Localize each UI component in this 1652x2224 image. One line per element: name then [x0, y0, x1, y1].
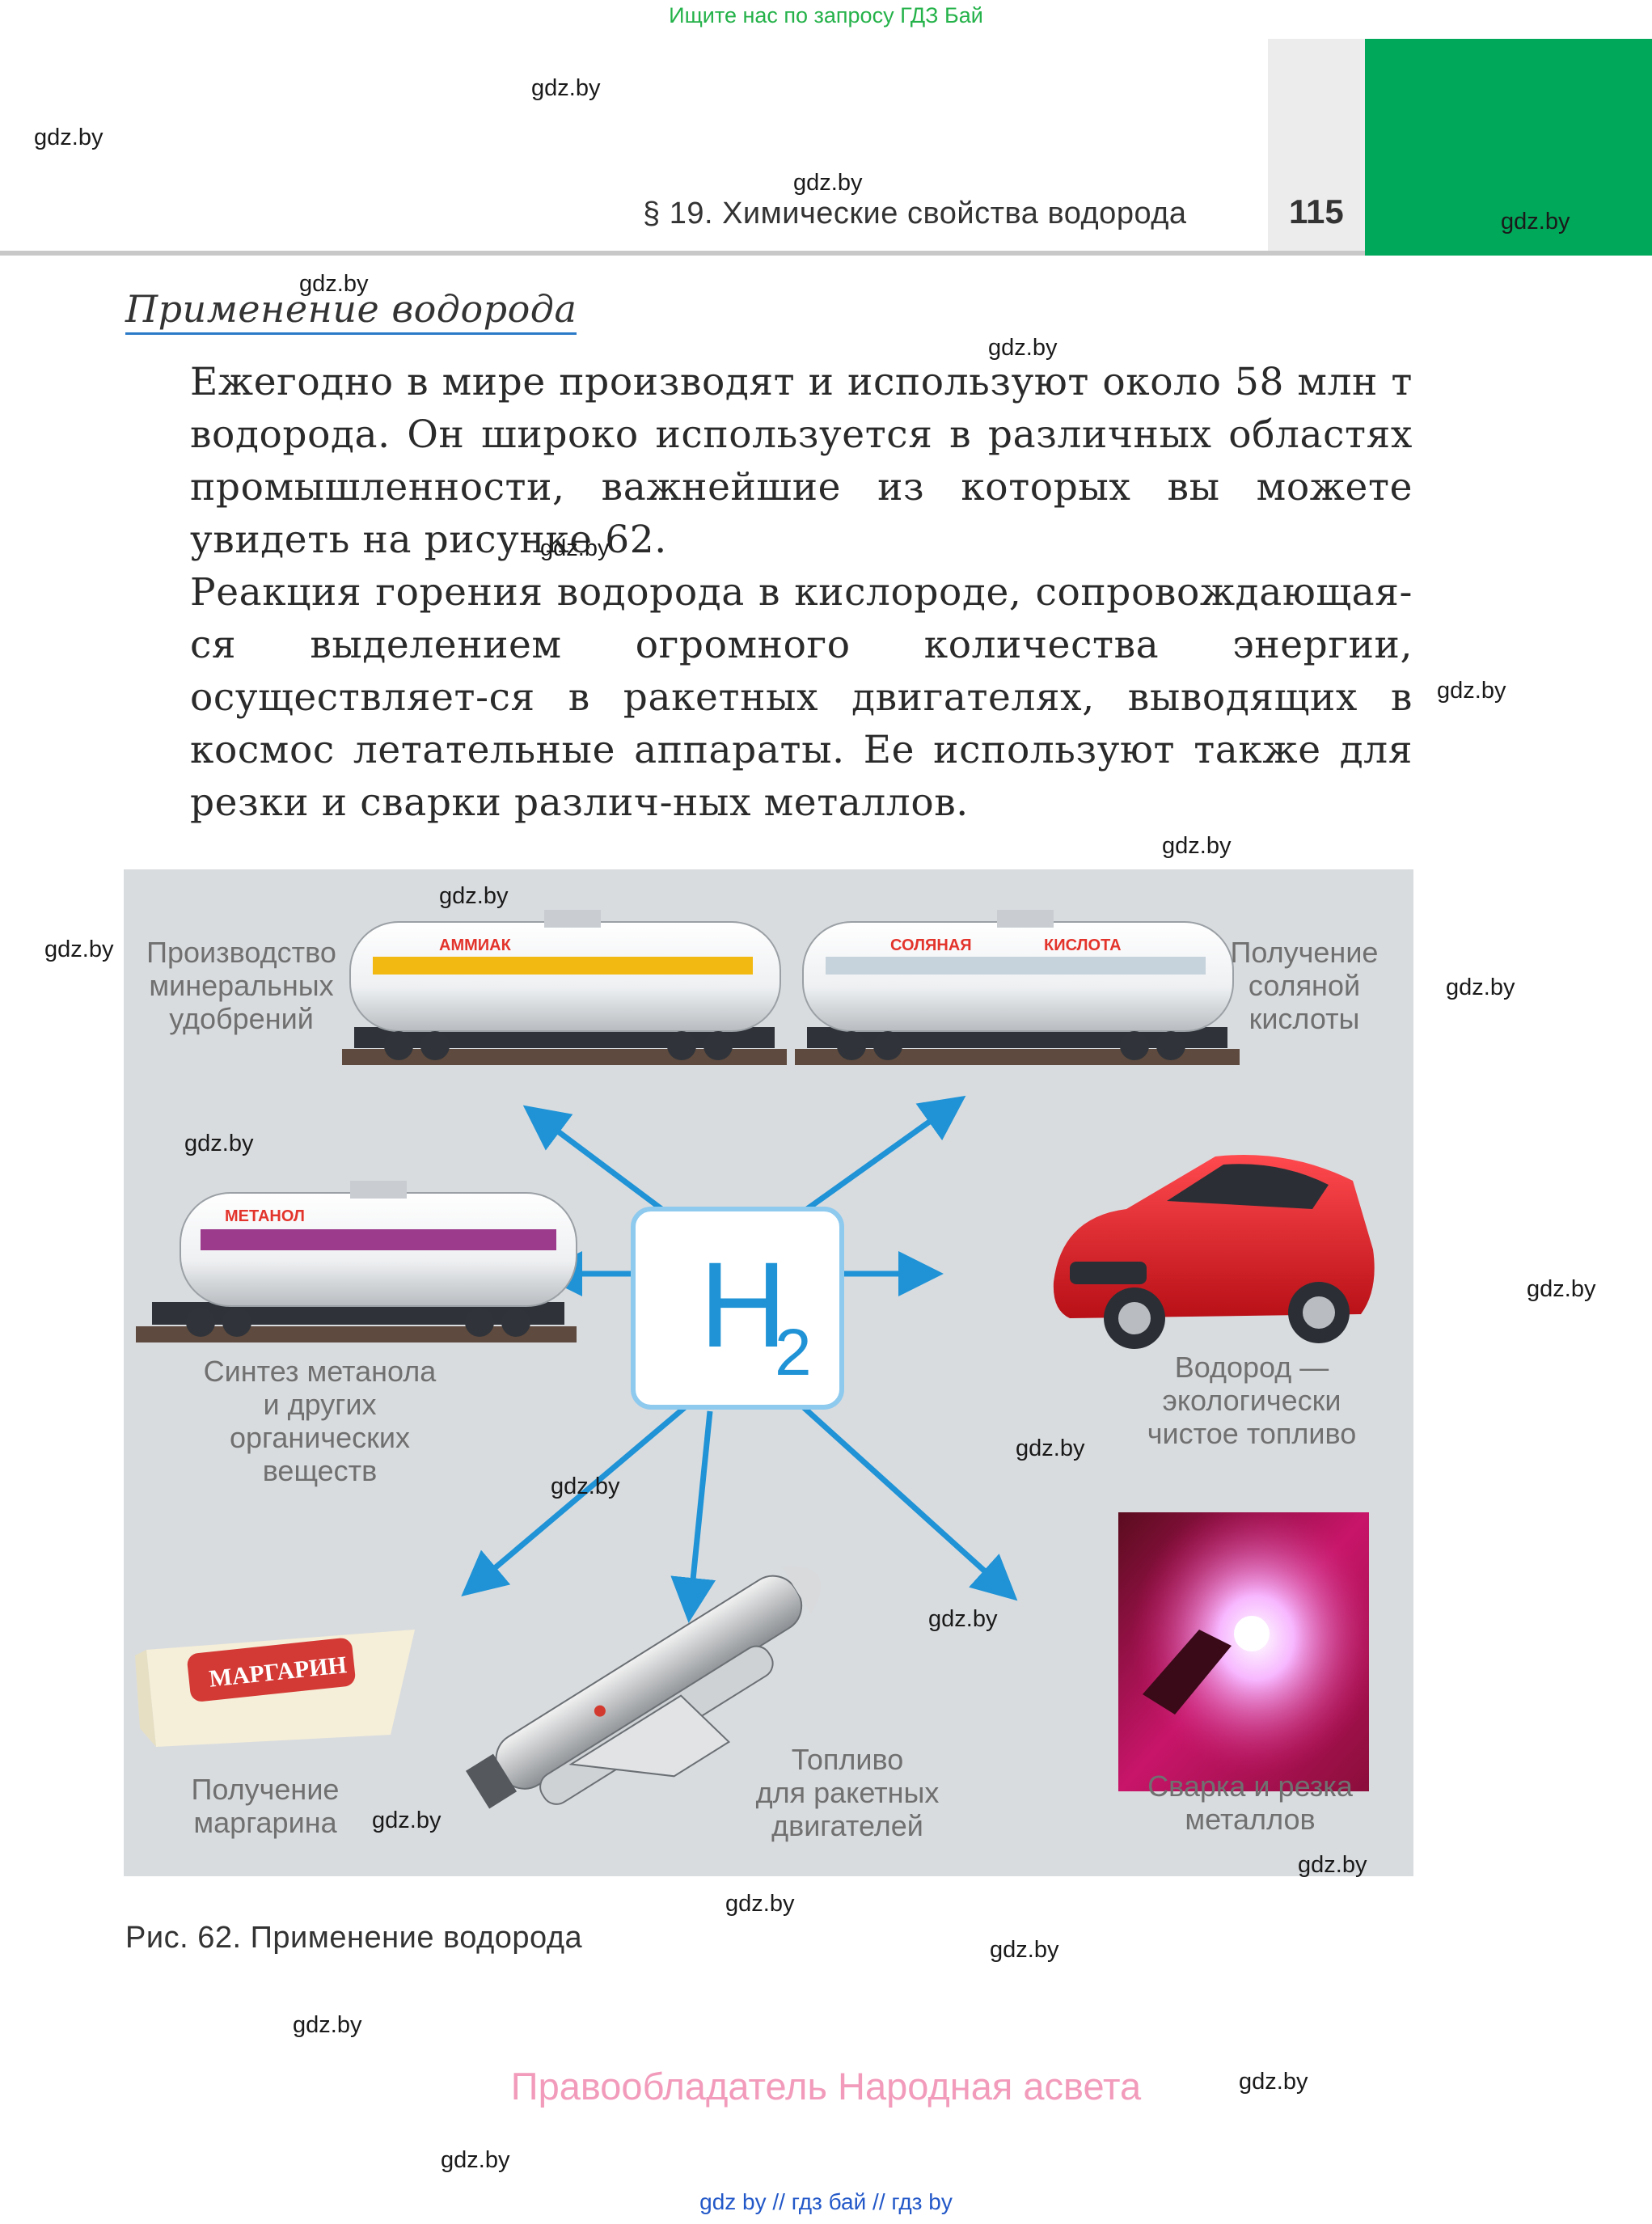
paragraph-2: Реакция горения водорода в кислороде, со…: [190, 570, 1413, 825]
watermark: gdz.by: [793, 170, 863, 196]
watermark: gdz.by: [551, 1474, 620, 1499]
watermark: gdz.by: [928, 1606, 998, 1632]
watermark: gdz.by: [988, 335, 1058, 361]
tank-label-methanol: МЕТАНОЛ: [225, 1207, 305, 1225]
top-search-banner: Ищите нас по запросу ГДЗ Бай: [669, 3, 983, 27]
h2-subscript: 2: [775, 1316, 812, 1389]
watermark: gdz.by: [184, 1131, 254, 1156]
watermark: gdz.by: [990, 1937, 1059, 1963]
watermark: gdz.by: [1527, 1276, 1596, 1302]
tank-label-hydrochloric-1: СОЛЯНАЯ: [890, 937, 972, 954]
watermark: gdz.by: [439, 883, 509, 909]
watermark: gdz.by: [1501, 209, 1570, 235]
watermark: gdz.by: [1016, 1435, 1085, 1461]
tank-car-hydrochloric-acid: СОЛЯНАЯ КИСЛОТА: [795, 910, 1240, 1065]
watermark: gdz.by: [1437, 678, 1506, 704]
page-number-box: [1268, 39, 1365, 256]
running-header-title: § 19. Химические свойства водорода: [643, 197, 1187, 230]
figure-illustration: H 2 АММИАК СОЛЯНАЯ КИСЛОТА: [135, 910, 1375, 1809]
watermark: gdz.by: [540, 535, 610, 561]
watermark: gdz.by: [1298, 1852, 1367, 1878]
watermark: gdz.by: [293, 2012, 362, 2038]
figure-caption: Рис. 62. Применение водорода: [125, 1921, 583, 1955]
arrow-to-margarine: [461, 1393, 702, 1597]
watermark: gdz.by: [372, 1808, 442, 1833]
margarine-box: МАРГАРИН: [135, 1630, 415, 1747]
footer-links[interactable]: gdz by // гдз бай // гдз by: [699, 2189, 953, 2214]
arrow-to-welding: [796, 1401, 1018, 1601]
tank-label-hydrochloric-2: КИСЛОТА: [1044, 937, 1122, 954]
watermark: gdz.by: [1446, 975, 1515, 1000]
arrow-to-fertilizers: [522, 1105, 670, 1216]
header-color-tab: [1365, 39, 1652, 256]
figure-hydrogen-applications: H 2 АММИАК СОЛЯНАЯ КИСЛОТА: [124, 869, 1413, 1876]
arrow-to-rocket: [670, 1410, 716, 1623]
red-car: [1053, 1155, 1375, 1349]
arrows: [461, 1095, 1018, 1623]
arrow-to-hydrochloric-acid: [799, 1095, 966, 1216]
page-number: 115: [1289, 192, 1344, 230]
paragraph-1: Ежегодно в мире производят и используют …: [190, 360, 1413, 562]
watermark: gdz.by: [1239, 2069, 1308, 2095]
watermark: gdz.by: [725, 1891, 795, 1917]
header-divider: [0, 251, 1365, 256]
tank-car-methanol: МЕТАНОЛ: [136, 1181, 577, 1342]
h2-center-box: H 2: [631, 1207, 844, 1410]
tank-label-ammonia: АММИАК: [439, 937, 512, 954]
tank-car-ammonia: АММИАК: [342, 910, 787, 1065]
watermark: gdz.by: [531, 75, 601, 101]
space-shuttle: [466, 1566, 822, 1809]
watermark: gdz.by: [44, 937, 114, 962]
welding-photo: [1118, 1512, 1369, 1791]
watermark: gdz.by: [1162, 833, 1232, 859]
rightsholder-notice: Правообладатель Народная асвета: [510, 2065, 1142, 2108]
watermark: gdz.by: [34, 125, 104, 150]
watermark: gdz.by: [441, 2147, 510, 2173]
section-heading: Применение водорода: [125, 287, 577, 335]
h2-letter: H: [699, 1237, 787, 1372]
watermark: gdz.by: [299, 271, 369, 297]
